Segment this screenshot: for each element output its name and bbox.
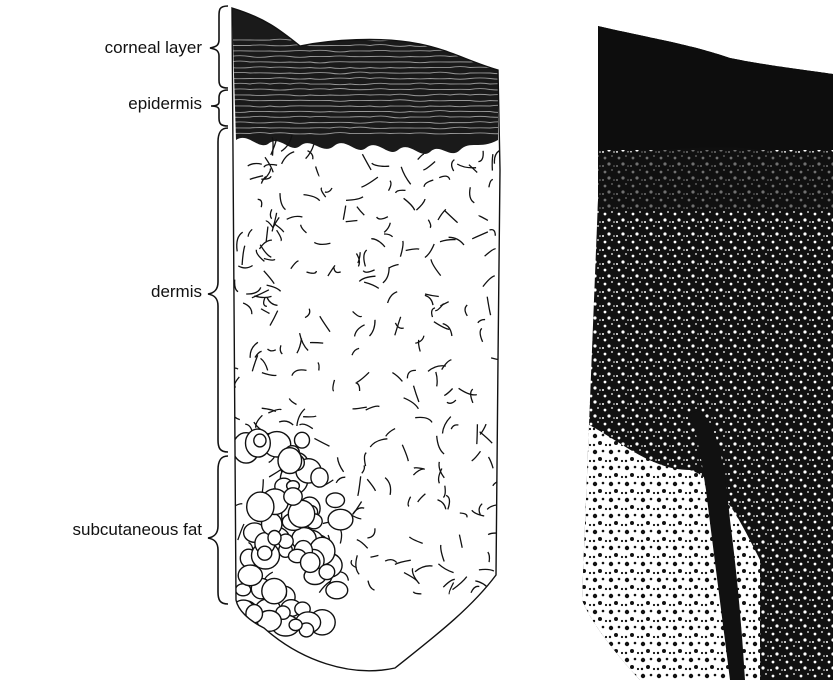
bracket-subcutaneous-fat [208,456,228,604]
skin-drawing [220,0,520,680]
bracket-epidermis [211,90,228,126]
skin-micrograph [560,0,833,680]
brackets [208,6,228,604]
bracket-corneal-layer [210,6,228,88]
corneal-layer-region [230,8,510,154]
bracket-dermis [208,128,228,452]
